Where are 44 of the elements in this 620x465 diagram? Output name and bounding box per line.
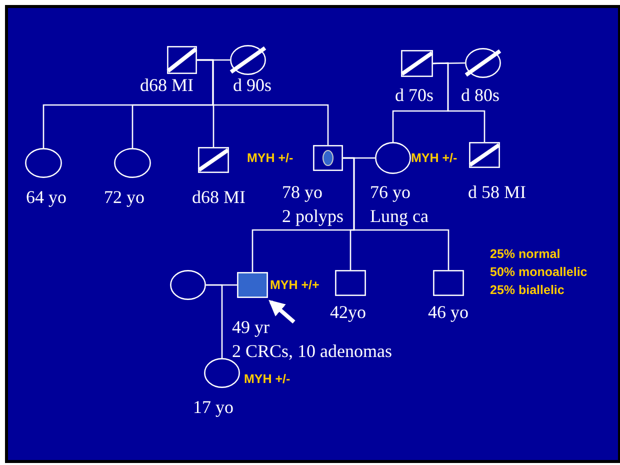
pedigree-line bbox=[206, 284, 223, 358]
node-label: 64 yo bbox=[26, 186, 66, 208]
genotype-label: MYH +/+ bbox=[270, 277, 320, 293]
female-circle bbox=[170, 270, 206, 300]
arrow bbox=[268, 300, 296, 324]
node-label: d 70s bbox=[395, 84, 434, 106]
carrier-male-square bbox=[313, 145, 343, 171]
deceased-male-square bbox=[401, 50, 433, 77]
node-label: d 80s bbox=[461, 84, 500, 106]
genotype-label: MYH +/- bbox=[244, 371, 290, 387]
female-circle bbox=[375, 142, 411, 174]
genotype-label: MYH +/- bbox=[247, 150, 294, 166]
deceased-male-square bbox=[167, 46, 197, 74]
node-label: Lung ca bbox=[370, 205, 428, 227]
node-label: 78 yo bbox=[282, 181, 322, 203]
node-label: d68 MI bbox=[140, 74, 194, 96]
note: 25% biallelic bbox=[490, 282, 564, 298]
female-circle bbox=[25, 148, 62, 178]
node-label: 49 yr bbox=[232, 316, 270, 338]
male-square bbox=[433, 270, 464, 296]
deceased-male-square bbox=[198, 147, 229, 173]
note: 25% normal bbox=[490, 246, 560, 262]
pedigree-line bbox=[197, 59, 329, 145]
node-label: 2 CRCs, 10 adenomas bbox=[232, 340, 392, 362]
node-label: d 90s bbox=[233, 74, 272, 96]
node-label: 72 yo bbox=[104, 186, 144, 208]
pedigree-line bbox=[432, 62, 486, 142]
node-label: d 58 MI bbox=[468, 181, 526, 203]
node-label: 2 polyps bbox=[282, 205, 344, 227]
node-label: 17 yo bbox=[193, 396, 234, 418]
female-circle bbox=[114, 148, 151, 178]
deceased-male-square bbox=[469, 142, 500, 168]
node-label: 42yo bbox=[330, 301, 366, 323]
affected-male-square bbox=[237, 272, 268, 298]
deceased-female-circle bbox=[465, 48, 501, 78]
female-circle bbox=[204, 358, 240, 388]
note: 50% monoallelic bbox=[490, 264, 588, 280]
node-label: d68 MI bbox=[192, 186, 246, 208]
deceased-female-circle bbox=[230, 45, 266, 75]
pedigree-line bbox=[343, 157, 450, 270]
node-label: 46 yo bbox=[428, 301, 468, 323]
node-label: 76 yo bbox=[370, 181, 410, 203]
genotype-label: MYH +/- bbox=[411, 150, 458, 166]
male-square bbox=[335, 270, 366, 296]
